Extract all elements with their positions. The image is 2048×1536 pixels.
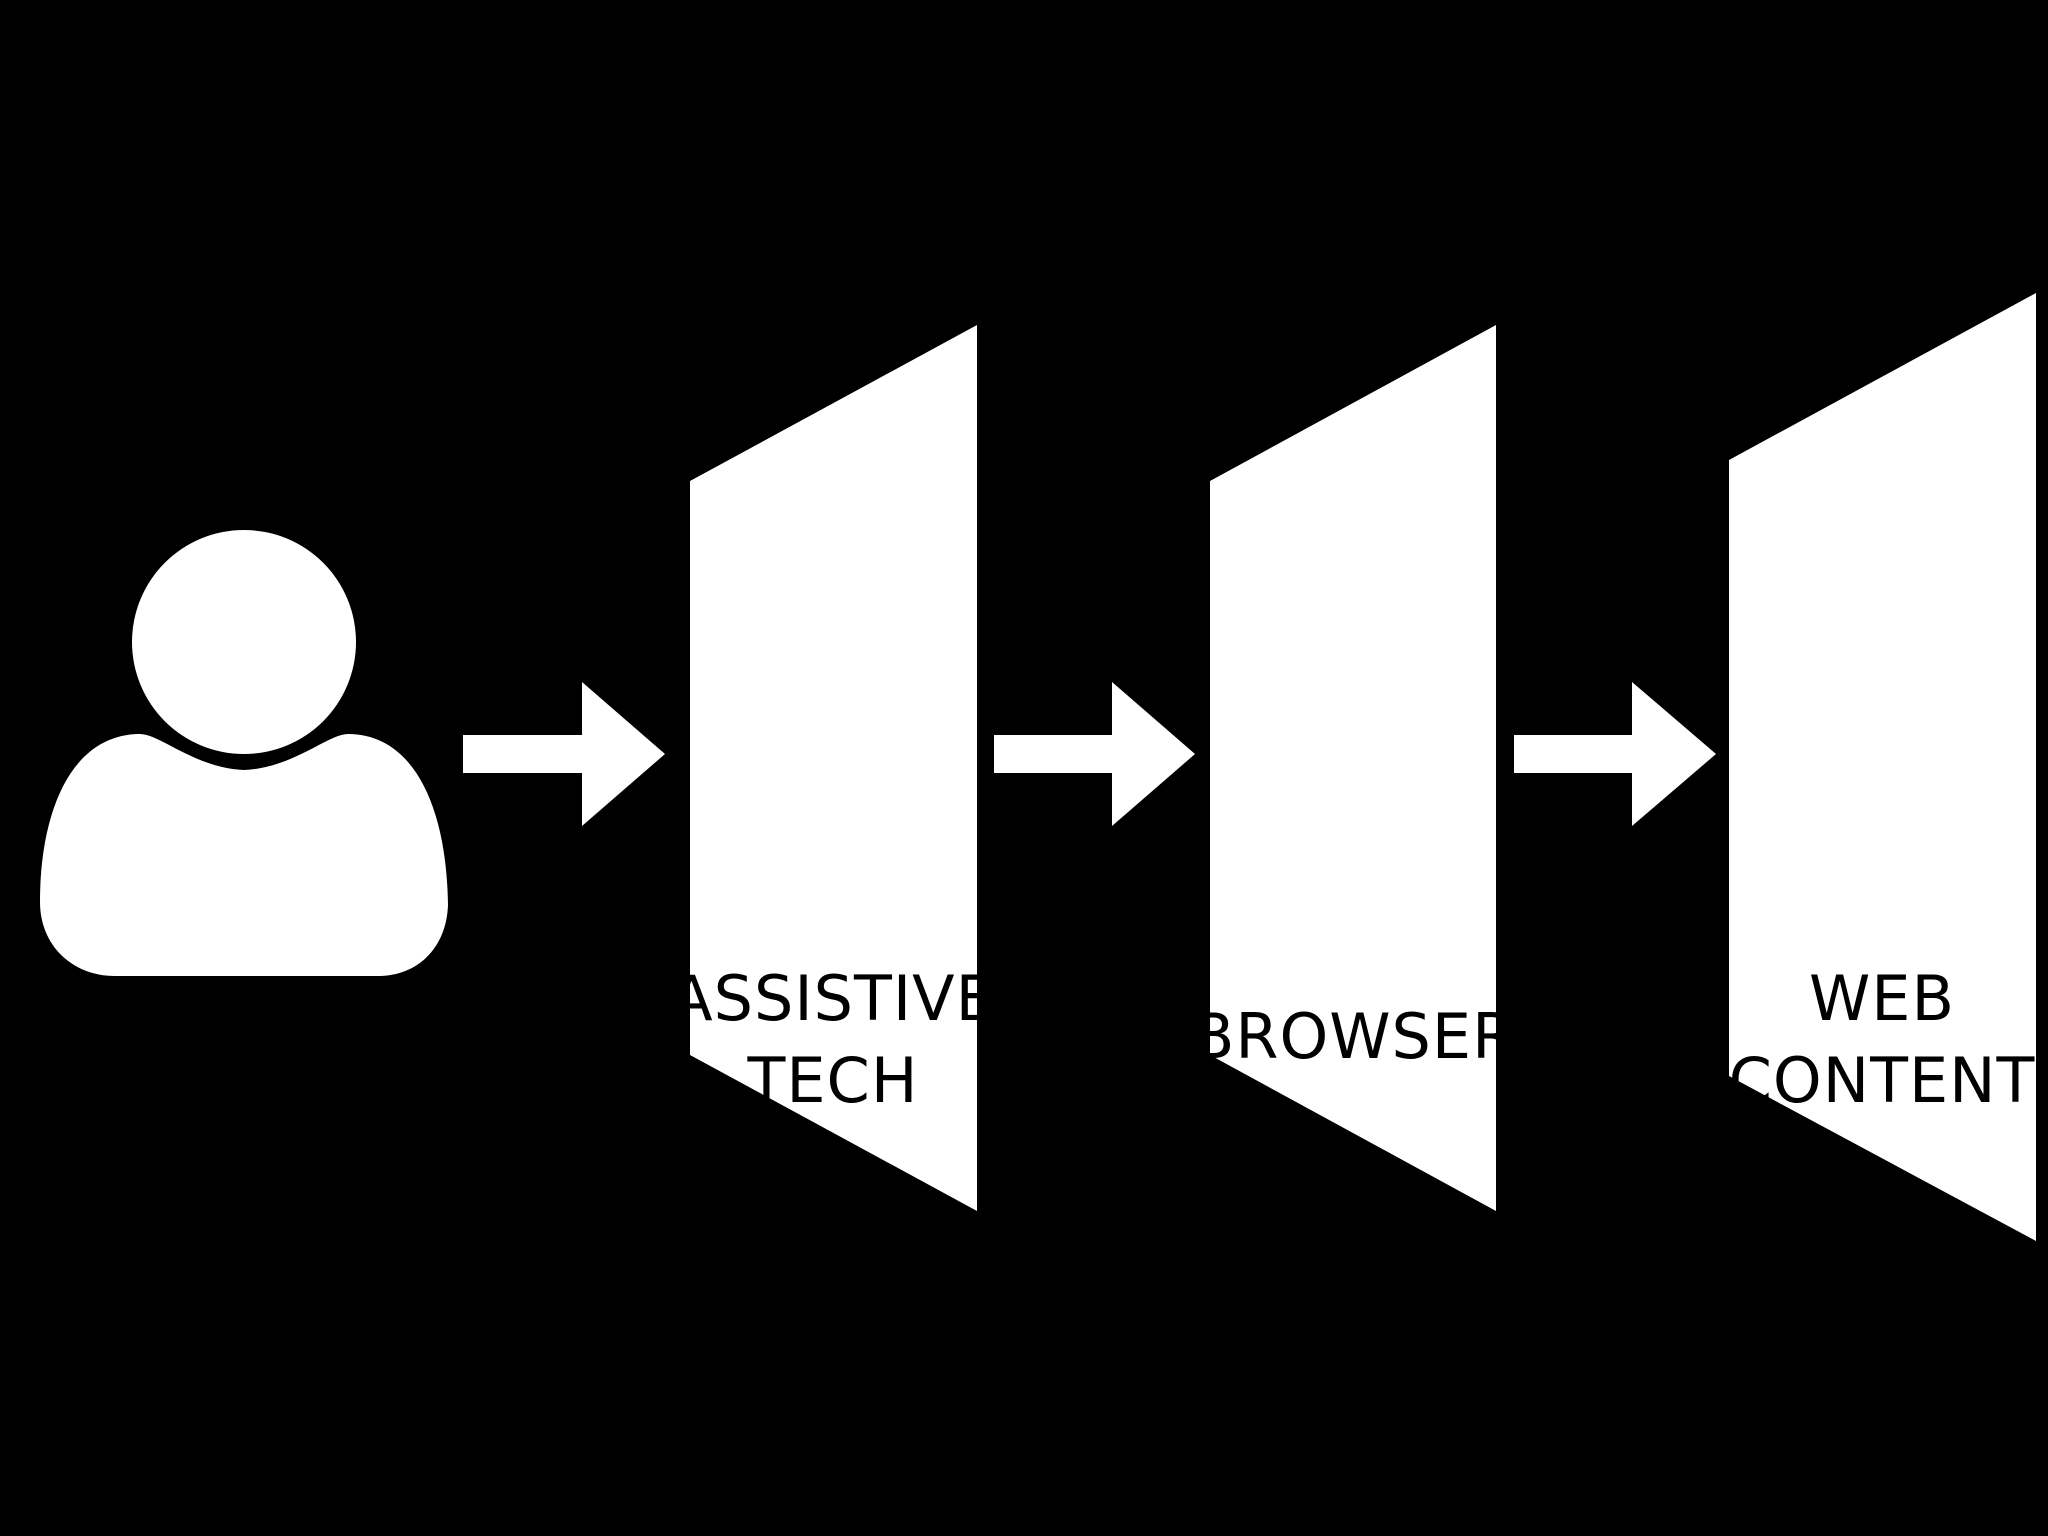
user-body [40,734,448,976]
layer-panel [1729,293,2036,1241]
arrow-right-icon [1514,682,1716,826]
user-icon [40,530,448,976]
arrow-user-to-assistive-tech [463,682,665,826]
layer-panel [690,325,977,1211]
layer-label-line-1: WEB [1809,962,1955,1035]
arrow-browser-to-web-content [1514,682,1716,826]
layer-label-line-1: ASSISTIVE [670,962,996,1035]
arrow-assistive-tech-to-browser [994,682,1195,826]
arrow-right-icon [994,682,1195,826]
user-head [132,530,356,754]
layer-panel [1210,325,1496,1211]
layer-label-line-2: TECH [747,1044,919,1117]
layer-web-content: WEB CONTENT [1729,293,2036,1241]
arrow-right-icon [463,682,665,826]
layer-label-line-1: BROWSER [1192,1000,1516,1073]
layer-browser: BROWSER [1192,325,1516,1211]
layer-assistive-tech: ASSISTIVE TECH [670,325,996,1211]
layer-label-line-2: CONTENT [1729,1044,2036,1117]
